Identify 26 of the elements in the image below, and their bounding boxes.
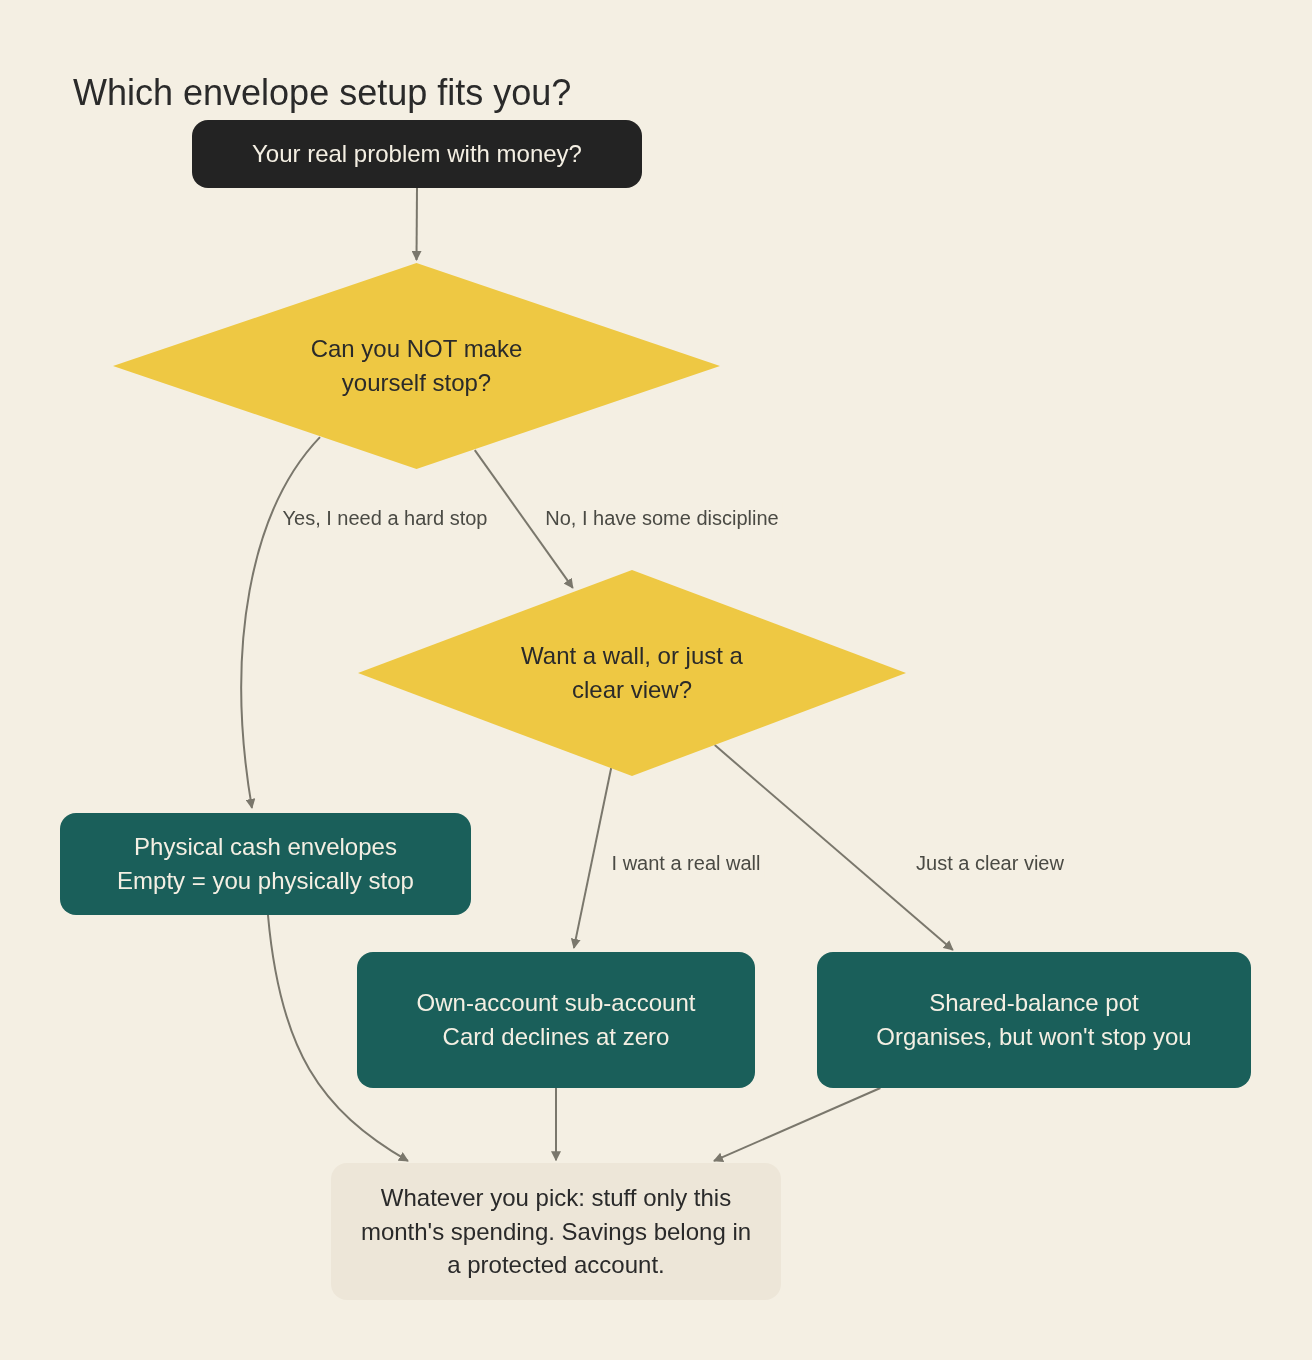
node-text: Whatever you pick: stuff only this month's spending. Savings belong in a protected account.: [359, 1183, 753, 1281]
decision-diamond: [358, 570, 906, 776]
note-box: [331, 1163, 781, 1300]
node-text: Own-account sub-account: [415, 988, 697, 1019]
node-text: Card declines at zero: [441, 1022, 671, 1052]
arrow: [473, 449, 574, 589]
arrow: [551, 1087, 561, 1162]
arrow: [266, 914, 409, 1162]
process-box: [817, 952, 1251, 1088]
decision-diamond: [113, 263, 720, 469]
arrow: [411, 187, 422, 261]
node-text: Physical cash envelopes: [133, 832, 398, 863]
node-text: Shared-balance pot: [928, 988, 1140, 1019]
node-text: Want a wall, or just a clear view?: [520, 641, 744, 705]
arrow: [240, 436, 321, 809]
start-box: [192, 120, 642, 188]
process-box: [60, 813, 471, 915]
node-text: Empty = you physically stop: [116, 866, 415, 896]
node-text: Organises, but won't stop you: [875, 1022, 1193, 1052]
arrow: [712, 1087, 882, 1162]
node-text: Can you NOT make yourself stop?: [309, 334, 524, 398]
node-text: Your real problem with money?: [251, 139, 583, 170]
arrow: [570, 766, 613, 949]
title: Which envelope setup fits you?: [73, 71, 572, 115]
process-box: [357, 952, 755, 1088]
arrow: [713, 744, 954, 951]
